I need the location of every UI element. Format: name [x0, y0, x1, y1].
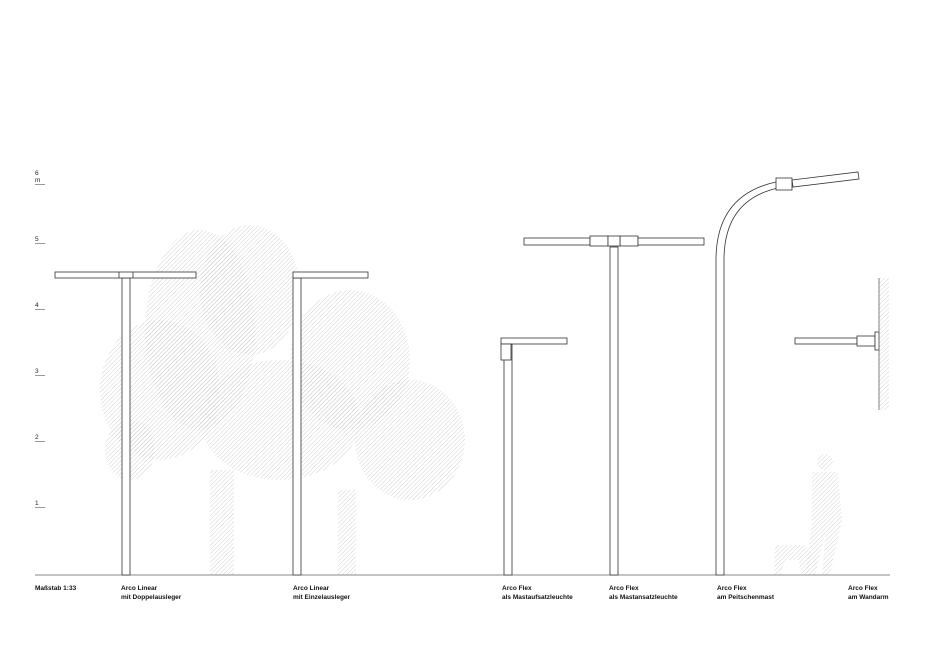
height-mark-3: 3	[35, 368, 45, 376]
luminaire-variant: am Peitschenmast	[717, 594, 775, 601]
luminaire-variant: mit Einzelausleger	[293, 594, 351, 601]
luminaires	[54, 171, 880, 576]
height-mark-2: 2	[35, 434, 45, 442]
scale-label: Maßstab 1:33	[35, 585, 77, 592]
label-linear-single: Arco Linear mit Einzelausleger	[293, 584, 350, 602]
label-flex-wall: Arco Flex am Wandarm	[848, 584, 889, 602]
luminaire-name: Arco Flex	[717, 585, 747, 592]
label-flex-mast-top: Arco Flex als Mastaufsatzleuchte	[502, 584, 573, 602]
height-mark-6: 6 m	[35, 170, 45, 185]
label-flex-whip: Arco Flex am Peitschenmast	[717, 584, 774, 602]
height-mark-1: 1	[35, 500, 45, 508]
luminaire-variant: als Mastaufsatzleuchte	[502, 594, 573, 601]
luminaire-name: Arco Flex	[609, 585, 639, 592]
luminaire-name: Arco Flex	[848, 585, 878, 592]
height-mark-5: 5	[35, 236, 45, 244]
pedestrian-with-dog	[774, 454, 842, 575]
label-linear-double: Arco Linear mit Doppelausleger	[121, 584, 181, 602]
luminaire-variant: am Wandarm	[848, 594, 889, 601]
luminaire-name: Arco Linear	[293, 585, 330, 592]
label-flex-mast-side: Arco Flex als Mastansatzleuchte	[609, 584, 678, 602]
luminaire-name: Arco Linear	[121, 585, 158, 592]
height-mark-4: 4	[35, 302, 45, 310]
wall	[879, 278, 889, 410]
luminaire-name: Arco Flex	[502, 585, 532, 592]
luminaire-variant: als Mastansatzleuchte	[609, 594, 678, 601]
luminaire-variant: mit Doppelausleger	[121, 594, 182, 601]
